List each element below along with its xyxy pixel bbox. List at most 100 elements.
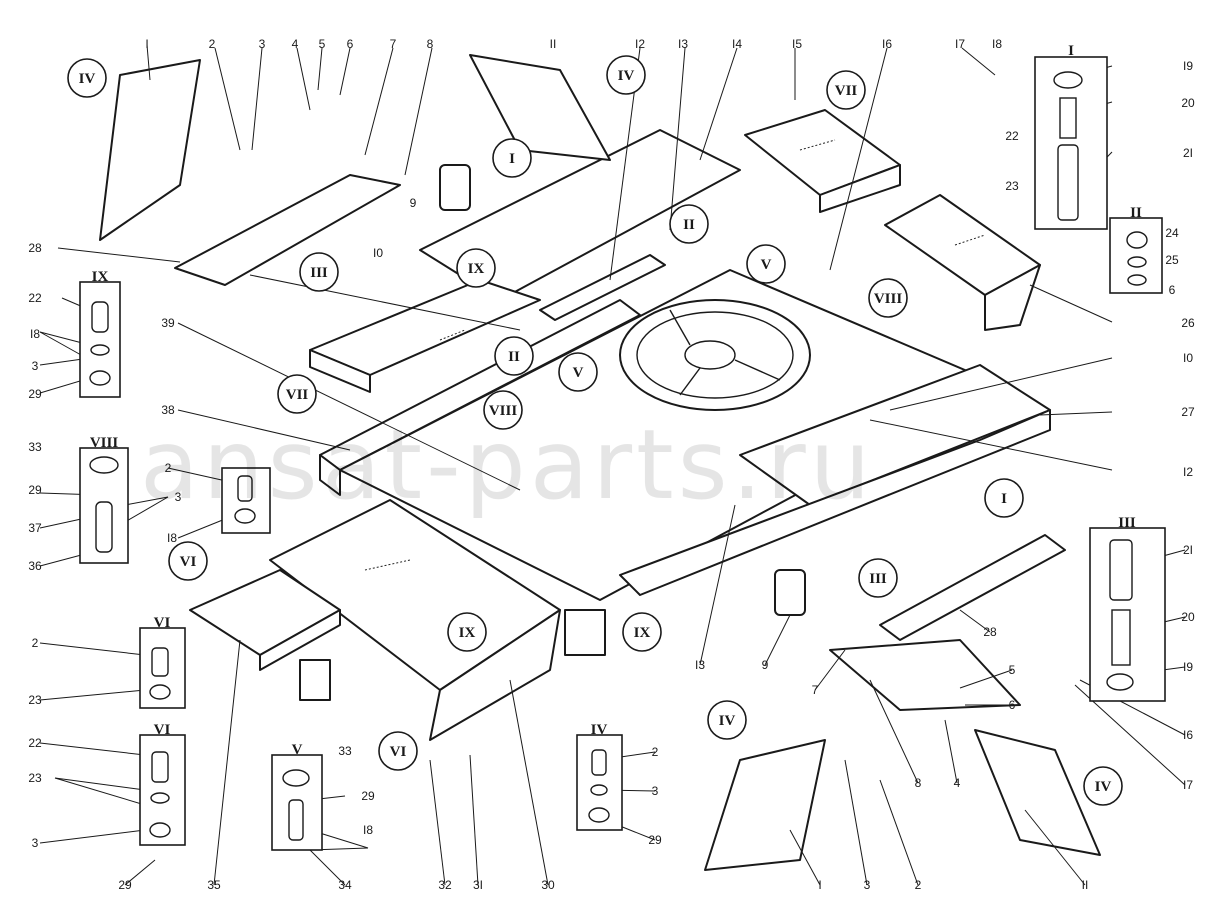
side-plate-II-bot xyxy=(974,729,1101,856)
part-number-n-28-right: 28 xyxy=(983,625,997,639)
spring-20-bot xyxy=(1111,609,1131,666)
callout-VI-b xyxy=(378,731,418,771)
part-number-n-4: 4 xyxy=(292,37,299,51)
part-number-n-29-v: 29 xyxy=(361,789,375,803)
part-number-n-I-bot: I xyxy=(818,878,821,892)
part-number-n-30: 30 xyxy=(541,878,555,892)
part-number-n-24: 24 xyxy=(1165,226,1179,240)
view-label-v-IV-a: IV xyxy=(79,71,96,87)
part-number-n-13-bot: I3 xyxy=(695,658,705,672)
part-number-n-31: 3I xyxy=(473,878,483,892)
part-number-n-18-mid: I8 xyxy=(167,531,177,545)
inset-title-t-VI-a: VI xyxy=(154,615,171,631)
part-number-n-2-iv: 2 xyxy=(652,745,659,759)
inset-title-t-I: I xyxy=(1068,43,1074,59)
callout-V-b xyxy=(558,352,598,392)
view-label-v-III-a: III xyxy=(310,265,328,281)
part-number-n-19-bot: I9 xyxy=(1183,660,1193,674)
inset-title-t-IV: IV xyxy=(591,722,608,738)
callout-IX-c xyxy=(447,612,487,652)
bolt-2-vi xyxy=(151,647,169,677)
part-number-n-3-vi2: 3 xyxy=(32,836,39,850)
callout-VIII-a xyxy=(868,278,908,318)
callout-IV-a xyxy=(67,58,107,98)
wing-33-viii xyxy=(89,456,119,474)
part-number-n-19-top: I9 xyxy=(1183,59,1193,73)
washer-18-mid xyxy=(234,508,256,524)
part-number-n-20-top: 20 xyxy=(1181,96,1195,110)
part-number-n-35: 35 xyxy=(207,878,221,892)
washer-3-iv xyxy=(590,784,608,796)
callout-II-b xyxy=(494,336,534,376)
pin-9-top xyxy=(439,164,471,211)
inset-title-t-V: V xyxy=(292,742,303,758)
part-number-n-13-top: I3 xyxy=(678,37,688,51)
part-number-n-33-v: 33 xyxy=(338,744,352,758)
callout-VIII-b xyxy=(483,390,523,430)
part-number-n-2-mid: 2 xyxy=(165,461,172,475)
view-label-v-IV-d: IV xyxy=(1095,779,1112,795)
part-number-n-9-bot: 9 xyxy=(762,658,769,672)
inset-title-t-III: III xyxy=(1118,515,1136,531)
part-number-n-3-ix: 3 xyxy=(32,359,39,373)
part-number-n-5: 5 xyxy=(319,37,326,51)
part-number-n-23-top: 23 xyxy=(1005,179,1019,193)
view-label-v-VII-b: VII xyxy=(286,387,309,403)
watermark: ansat-parts.ru xyxy=(140,409,875,521)
washer-19-bot xyxy=(1106,673,1134,691)
part-number-n-29-viii: 29 xyxy=(28,483,42,497)
part-number-n-7-bot: 7 xyxy=(812,683,819,697)
part-number-n-33-viii: 33 xyxy=(28,440,42,454)
callout-I-a xyxy=(492,138,532,178)
front-beam xyxy=(619,409,1051,596)
strip-12 xyxy=(539,254,666,321)
part-number-n-I-top: I xyxy=(145,37,148,51)
front-step-35-face xyxy=(259,609,341,671)
bracket-8-bot xyxy=(829,639,1021,711)
part-number-n-29-iv: 29 xyxy=(648,833,662,847)
side-plate-II-top xyxy=(469,54,611,161)
bolt-22-vi2 xyxy=(151,751,169,783)
callout-IV-c xyxy=(707,700,747,740)
part-number-n-29-vi2: 29 xyxy=(118,878,132,892)
part-number-n-12-right: I2 xyxy=(1183,465,1193,479)
inset-title-t-VIII: VIII xyxy=(90,435,119,451)
part-number-n-2-top: 2 xyxy=(209,37,216,51)
view-label-v-VII-a: VII xyxy=(835,83,858,99)
part-number-n-3-iv: 3 xyxy=(652,784,659,798)
part-number-n-14: I4 xyxy=(732,37,742,51)
bolt-37 xyxy=(95,501,113,553)
nut-29-vi2 xyxy=(149,822,171,838)
part-number-n-8: 8 xyxy=(427,37,434,51)
part-number-n-12-top: I2 xyxy=(635,37,645,51)
washer-18-ix xyxy=(90,344,110,356)
part-number-n-25: 25 xyxy=(1165,253,1179,267)
washer-19-top xyxy=(1053,71,1083,89)
cover-plate-15-face xyxy=(819,164,901,213)
spring-20-top xyxy=(1059,97,1077,139)
inset-boxes xyxy=(79,56,1166,851)
view-label-v-III-b: III xyxy=(869,571,887,587)
part-number-n-II-bot: II xyxy=(1082,878,1089,892)
part-number-n-28-left: 28 xyxy=(28,241,42,255)
part-number-n-16-bot: I6 xyxy=(1183,728,1193,742)
part-number-n-9-top: 9 xyxy=(410,196,417,210)
view-label-v-IX-c: IX xyxy=(459,625,476,641)
view-label-v-IV-c: IV xyxy=(719,713,736,729)
part-number-n-34: 34 xyxy=(338,878,352,892)
view-label-v-V-a: V xyxy=(761,257,772,273)
part-number-n-18-top: I8 xyxy=(992,37,1002,51)
nut-29-ix xyxy=(89,370,111,386)
part-number-n-6: 6 xyxy=(347,37,354,51)
part-number-n-10-right: I0 xyxy=(1183,351,1193,365)
part-number-n-2-bot: 2 xyxy=(915,878,922,892)
part-number-n-22-vi2: 22 xyxy=(28,736,42,750)
part-number-n-21-top: 2I xyxy=(1183,146,1193,160)
housing-26-face xyxy=(984,264,1041,331)
stud-21-bot xyxy=(1109,539,1133,601)
view-label-v-IV-b: IV xyxy=(618,68,635,84)
slewing-ring-spoke-2 xyxy=(734,359,781,381)
view-label-v-V-b: V xyxy=(573,365,584,381)
